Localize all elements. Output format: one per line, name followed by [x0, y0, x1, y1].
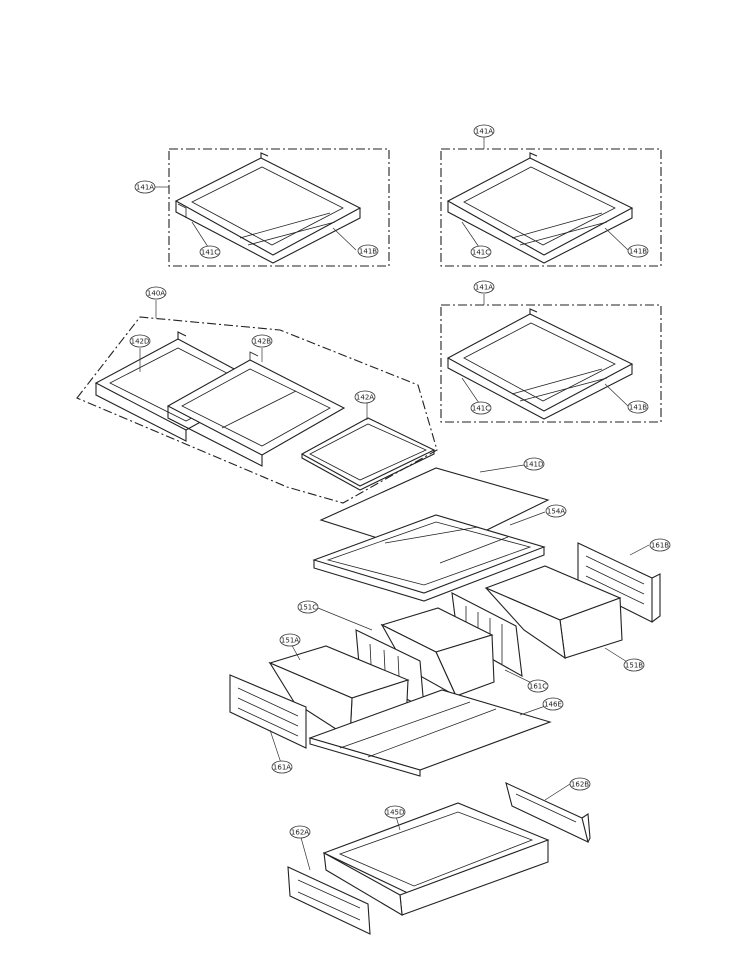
svg-text:141A: 141A: [475, 284, 493, 292]
shelf-frame-middle-right: [440, 304, 662, 423]
callout-label-154A: 154A: [545, 504, 567, 518]
folding-shelf-assembly: [76, 316, 438, 504]
svg-text:142A: 142A: [356, 394, 374, 402]
svg-text:151B: 151B: [625, 662, 643, 670]
callout-label-142A: 142A: [354, 390, 376, 404]
svg-text:142B: 142B: [253, 338, 271, 346]
callout-label-141B: 141B: [357, 244, 379, 258]
callout-label-161C: 161C: [527, 679, 549, 693]
svg-text:161C: 161C: [529, 683, 547, 691]
svg-text:141C: 141C: [201, 249, 219, 257]
callout-label-146E: 146E: [542, 697, 564, 711]
svg-text:154A: 154A: [547, 508, 565, 516]
svg-text:162A: 162A: [291, 829, 309, 837]
svg-text:141A: 141A: [136, 184, 154, 192]
callout-label-140A: 140A: [145, 286, 167, 300]
callout-label-141B: 141B: [627, 244, 649, 258]
callout-label-161A: 161A: [271, 760, 293, 774]
svg-text:146E: 146E: [544, 701, 562, 709]
shelf-frame-top-left: [168, 148, 390, 267]
svg-text:161B: 161B: [651, 542, 669, 550]
svg-text:141A: 141A: [475, 128, 493, 136]
glass-shelf-and-frame: [312, 467, 550, 602]
svg-text:161A: 161A: [273, 764, 291, 772]
crisper-drawer: [287, 782, 591, 935]
svg-text:142D: 142D: [131, 338, 150, 346]
callout-label-141C: 141C: [199, 245, 221, 259]
shelf-frame-top-right: [440, 148, 662, 267]
callout-label-151B: 151B: [623, 658, 645, 672]
callout-label-141C: 141C: [470, 401, 492, 415]
callout-label-141C: 141C: [470, 245, 492, 259]
callout-label-141A: 141A: [473, 124, 495, 138]
svg-text:162B: 162B: [571, 781, 589, 789]
callout-label-141B: 141B: [627, 400, 649, 414]
drawer-bins: [229, 542, 661, 777]
callout-label-162B: 162B: [569, 777, 591, 791]
callout-label-151A: 151A: [279, 633, 301, 647]
callout-label-145D: 145D: [384, 805, 406, 819]
svg-text:151A: 151A: [281, 637, 299, 645]
svg-text:145D: 145D: [386, 809, 405, 817]
callout-label-162A: 162A: [289, 825, 311, 839]
svg-text:151C: 151C: [299, 604, 317, 612]
svg-text:140A: 140A: [147, 290, 165, 298]
svg-text:141B: 141B: [629, 248, 647, 256]
callout-label-161B: 161B: [649, 538, 671, 552]
svg-text:141D: 141D: [525, 461, 544, 469]
callout-label-142B: 142B: [251, 334, 273, 348]
svg-text:141B: 141B: [359, 248, 377, 256]
callout-label-142D: 142D: [129, 334, 151, 348]
callout-label-141A: 141A: [473, 280, 495, 294]
svg-text:141C: 141C: [472, 405, 490, 413]
callout-label-151C: 151C: [297, 600, 319, 614]
svg-text:141C: 141C: [472, 249, 490, 257]
callout-label-141D: 141D: [523, 457, 545, 471]
callout-label-141A: 141A: [134, 180, 156, 194]
svg-text:141B: 141B: [629, 404, 647, 412]
